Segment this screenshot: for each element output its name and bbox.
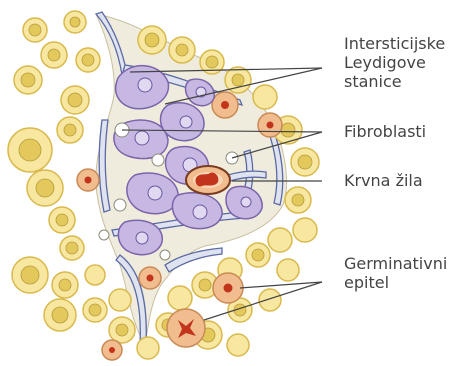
germ-cell [259, 289, 281, 311]
nucleus [70, 17, 80, 27]
germ-cell [85, 265, 105, 285]
nucleus [68, 93, 82, 107]
nucleus [116, 324, 128, 336]
nucleus [232, 74, 244, 86]
label-line: Leydigove [344, 53, 445, 72]
germ-cell [277, 259, 299, 281]
germ-cell [268, 228, 292, 252]
germ-cell [227, 334, 249, 356]
label-line: Intersticijske [344, 34, 445, 53]
red-nucleus [221, 101, 229, 109]
nucleus [298, 155, 312, 169]
nucleus [252, 249, 264, 261]
nucleus [176, 44, 188, 56]
nucleus [82, 54, 94, 66]
fibroblast-cell [99, 230, 109, 240]
nucleus [21, 73, 35, 87]
germ-cell [253, 85, 277, 109]
red-nucleus [224, 284, 233, 293]
nucleus [241, 197, 251, 207]
fibroblast-cell [114, 199, 126, 211]
label-fibroblasts: Fibroblasti [344, 122, 426, 141]
nucleus [59, 279, 71, 291]
label-line: stanice [344, 72, 445, 91]
nucleus [19, 139, 41, 161]
nucleus [48, 49, 60, 61]
germ-cell [109, 289, 131, 311]
nucleus [64, 124, 76, 136]
label-blood-vessel: Krvna žila [344, 171, 423, 190]
nucleus [36, 179, 54, 197]
nucleus [89, 304, 101, 316]
nucleus [138, 78, 152, 92]
nucleus [135, 131, 149, 145]
nucleus [136, 232, 148, 244]
fibroblast-cell [160, 250, 170, 260]
leader-germinal-1 [240, 282, 322, 288]
blood-vessel [186, 166, 230, 194]
nucleus [180, 116, 192, 128]
nucleus [145, 33, 159, 47]
nucleus [66, 242, 78, 254]
nucleus [199, 279, 211, 291]
nucleus [281, 123, 295, 137]
nucleus [52, 307, 68, 323]
nucleus [148, 186, 162, 200]
red-nucleus [267, 122, 274, 129]
red-nucleus [109, 347, 115, 353]
nucleus [206, 56, 218, 68]
germ-cell [137, 337, 159, 359]
nucleus [29, 24, 41, 36]
nucleus [193, 205, 207, 219]
red-nucleus [85, 177, 92, 184]
label-line: epitel [344, 273, 447, 292]
label-germinal-epithelium: Germinativni epitel [344, 254, 447, 292]
nucleus [21, 266, 39, 284]
nucleus [56, 214, 68, 226]
fibroblast-cell [152, 154, 164, 166]
germ-cell [168, 286, 192, 310]
label-interstitial-leydig: Intersticijske Leydigove stanice [344, 34, 445, 91]
germ-cell [293, 218, 317, 242]
label-line: Germinativni [344, 254, 447, 273]
nucleus [292, 194, 304, 206]
red-nucleus [147, 275, 154, 282]
